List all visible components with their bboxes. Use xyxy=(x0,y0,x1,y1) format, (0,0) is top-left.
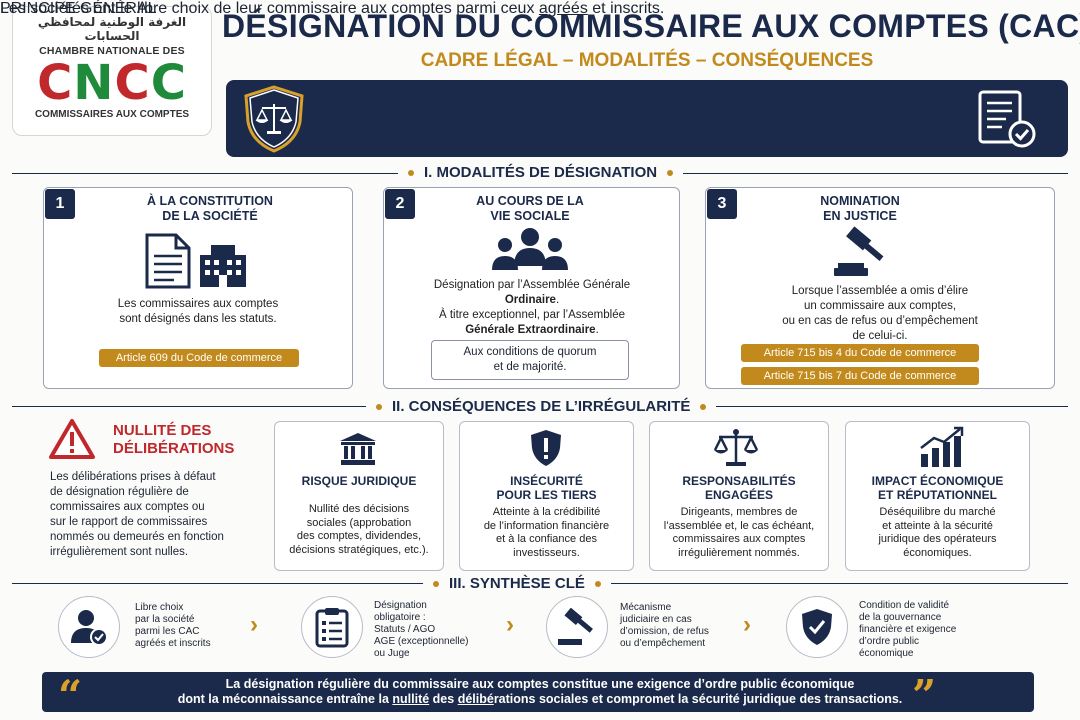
conclusion-banner xyxy=(42,672,1034,712)
consequence-body-3: Dirigeants, membres de l’assemblée et, l… xyxy=(663,506,815,559)
principle-heading: PRINCIPE GÉNÉRAL xyxy=(0,0,157,17)
chevron-right-icon: › xyxy=(506,611,514,638)
courthouse-icon xyxy=(340,433,376,465)
card2-body: Désignation par l’Assemblée Générale Ord… xyxy=(433,279,631,336)
consequence-card-responsabilites xyxy=(649,421,829,571)
document-check-icon xyxy=(978,90,1036,148)
article-715-4-badge: Article 715 bis 4 du Code de commerce xyxy=(741,344,979,362)
user-check-icon xyxy=(71,610,108,646)
consequence-title-2: INSÉCURITÉ POUR LES TIERS xyxy=(496,474,597,502)
cncc-logo: الغرفة الوطنية لمحافظي الحسابات CHAMBRE … xyxy=(12,6,212,136)
section3-heading: III. SYNTHÈSE CLÉ xyxy=(423,575,611,592)
document-icon xyxy=(145,233,191,289)
shield-check-icon xyxy=(802,609,832,645)
consequence-title-1: RISQUE JURIDIQUE xyxy=(301,474,417,488)
synthese-text-3: Mécanisme judiciaire en cas d’omission, … xyxy=(620,602,709,649)
gavel-icon xyxy=(834,226,884,276)
clipboard-checklist-icon xyxy=(315,608,349,648)
people-group-icon xyxy=(492,228,568,270)
logo-line2: COMMISSAIRES AUX COMPTES xyxy=(34,109,190,120)
logo-line1: CHAMBRE NATIONALE DES xyxy=(39,45,185,57)
consequence-body-2: Atteinte à la crédibilité de l’informati… xyxy=(483,506,610,559)
gavel-icon xyxy=(558,608,593,645)
synthese-circle-1 xyxy=(58,596,120,658)
card-number-2: 2 xyxy=(385,189,415,219)
consequence-card-juridique xyxy=(274,421,444,571)
card-number-3: 3 xyxy=(707,189,737,219)
card-number-1: 1 xyxy=(45,189,75,219)
synthese-circle-2 xyxy=(301,596,363,658)
warning-icon xyxy=(49,419,95,459)
chevron-right-icon: › xyxy=(250,611,258,638)
conclusion-text: La désignation régulière du commissaire … xyxy=(177,677,903,706)
page-title: DÉSIGNATION DU COMMISSAIRE AUX COMPTES (… xyxy=(222,8,1080,44)
synthese-text-1: Libre choix par la société parmi les CAC… xyxy=(135,602,211,649)
bar-chart-growth-icon xyxy=(920,426,964,467)
consequence-card-impact xyxy=(845,421,1030,571)
principle-banner xyxy=(226,80,1068,157)
shield-scales-icon xyxy=(244,85,304,153)
section2-heading: II. CONSÉQUENCES DE L’IRRÉGULARITÉ xyxy=(366,398,717,415)
logo-arabic-text: الغرفة الوطنية لمحافظي الحسابات xyxy=(37,15,187,43)
principle-text: Les sociétés ont le libre choix de leur … xyxy=(0,0,665,17)
nullite-text: Les délibérations prises à défaut de dés… xyxy=(50,471,224,558)
card2-title: AU COURS DE LA VIE SOCIALE xyxy=(476,194,584,223)
consequence-title-3: RESPONSABILITÉS ENGAGÉES xyxy=(682,474,796,502)
consequence-title-4: IMPACT ÉCONOMIQUE ET RÉPUTATIONNEL xyxy=(871,474,1004,502)
card3-title: NOMINATION EN JUSTICE xyxy=(820,194,900,223)
article-715-7-badge: Article 715 bis 7 du Code de commerce xyxy=(741,367,979,385)
page-subtitle: CADRE LÉGAL – MODALITÉS – CONSÉQUENCES xyxy=(420,50,874,71)
synthese-text-2: Désignation obligatoire : Statuts / AGO … xyxy=(374,600,469,659)
nullite-title: NULLITÉ DES DÉLIBÉRATIONS xyxy=(113,422,235,457)
consequence-body-4: Déséquilibre du marché et atteinte à la … xyxy=(878,506,997,559)
open-quote-icon: “ xyxy=(58,671,83,720)
scales-icon xyxy=(713,429,759,466)
synthese-circle-4 xyxy=(786,596,848,658)
close-quote-icon: ” xyxy=(912,671,937,720)
synthese-circle-3 xyxy=(546,596,608,658)
building-icon xyxy=(200,245,246,287)
consequence-body-1: Nullité des décisions sociales (approbat… xyxy=(289,503,429,556)
chevron-right-icon: › xyxy=(743,611,751,638)
card1-body: Les commissaires aux comptes sont désign… xyxy=(117,298,279,325)
logo-letters: CNCC xyxy=(37,55,187,111)
synthese-text-4: Condition de validité de la gouvernance … xyxy=(859,600,957,659)
card3-body: Lorsque l’assemblée a omis d’élire un co… xyxy=(782,285,978,342)
quorum-box: Aux conditions de quorum et de majorité. xyxy=(431,340,629,380)
section1-heading: I. MODALITÉS DE DÉSIGNATION xyxy=(398,164,684,181)
card1-title: À LA CONSTITUTION DE LA SOCIÉTÉ xyxy=(147,194,273,223)
shield-alert-icon xyxy=(531,430,561,466)
article-609-badge: Article 609 du Code de commerce xyxy=(99,349,299,367)
